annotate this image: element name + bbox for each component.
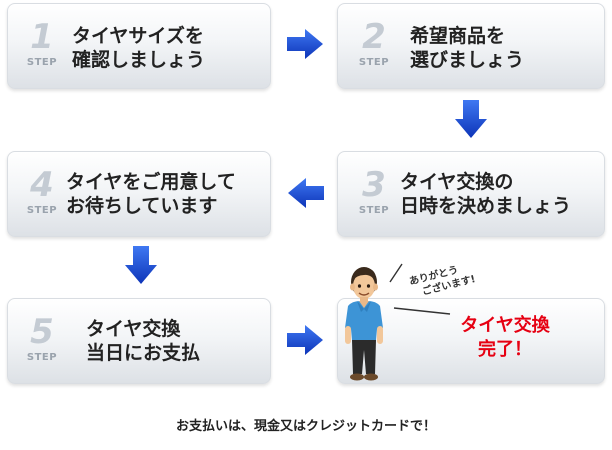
step-3-line-2: 日時を決めましょう bbox=[400, 195, 572, 217]
step-4-line-1: タイヤをご用意して bbox=[66, 171, 236, 193]
step-2-text: 希望商品を 選びましょう bbox=[410, 24, 524, 72]
step-4-number: 4 bbox=[30, 165, 54, 205]
step-5-text: タイヤ交換 当日にお支払 bbox=[86, 317, 200, 365]
step-3-step-label: STEP bbox=[358, 205, 390, 216]
step-3-text: タイヤ交換の 日時を決めましょう bbox=[400, 170, 571, 218]
step-1-text: タイヤサイズを 確認しましょう bbox=[72, 24, 205, 72]
step-3-number: 3 bbox=[362, 165, 386, 205]
step-4-line-2: お待ちしています bbox=[66, 195, 218, 217]
completion-line-2: 完了！ bbox=[478, 339, 532, 360]
step-5-line-2: 当日にお支払 bbox=[86, 342, 201, 364]
step-2-card: 2 STEP 希望商品を 選びましょう bbox=[337, 3, 605, 89]
step-5-card: 5 STEP タイヤ交換 当日にお支払 bbox=[7, 298, 271, 384]
arrow-down-icon bbox=[455, 100, 487, 138]
step-5-step-label: STEP bbox=[26, 352, 58, 363]
completion-line-1: タイヤ交換 bbox=[460, 315, 550, 336]
step-5-line-1: タイヤ交換 bbox=[86, 318, 181, 340]
step-2-line-1: 希望商品を bbox=[410, 25, 506, 47]
arrow-down-icon bbox=[125, 246, 157, 284]
step-3-card: 3 STEP タイヤ交換の 日時を決めましょう bbox=[337, 151, 605, 237]
step-4-card: 4 STEP タイヤをご用意して お待ちしています bbox=[7, 151, 271, 237]
step-1-card: 1 STEP タイヤサイズを 確認しましょう bbox=[7, 3, 271, 89]
step-1-step-label: STEP bbox=[26, 57, 58, 68]
completion-text: タイヤ交換 完了！ bbox=[440, 314, 570, 362]
step-1-line-2: 確認しましょう bbox=[72, 49, 206, 71]
step-2-step-label: STEP bbox=[358, 57, 390, 68]
step-2-line-2: 選びましょう bbox=[410, 49, 525, 71]
speech-line-icon bbox=[389, 263, 451, 315]
payment-note: お支払いは、現金又はクレジットカードで！ bbox=[175, 419, 436, 434]
step-5-number: 5 bbox=[30, 312, 54, 352]
step-4-step-label: STEP bbox=[26, 205, 58, 216]
arrow-right-icon bbox=[287, 29, 323, 59]
step-1-line-1: タイヤサイズを bbox=[72, 25, 204, 47]
step-2-number: 2 bbox=[362, 17, 386, 57]
arrow-left-icon bbox=[288, 178, 324, 208]
arrow-right-icon bbox=[287, 325, 323, 355]
step-4-text: タイヤをご用意して お待ちしています bbox=[66, 170, 236, 218]
staff-person-icon bbox=[345, 267, 383, 381]
step-1-number: 1 bbox=[30, 17, 54, 57]
step-3-line-1: タイヤ交換の bbox=[400, 171, 514, 193]
